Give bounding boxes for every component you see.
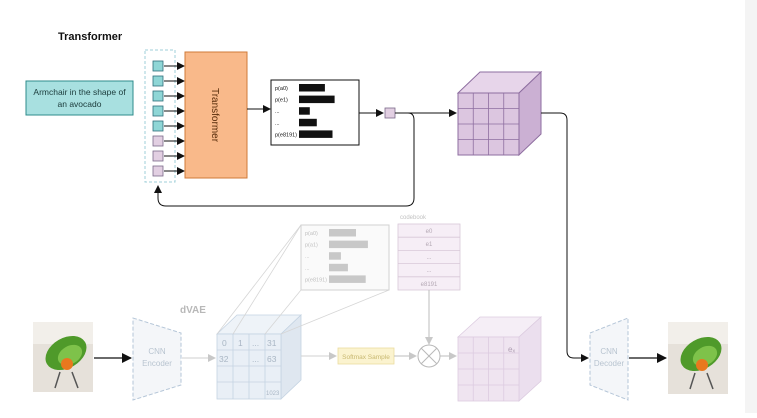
token-arrows <box>164 62 185 175</box>
probability-label: p(e1) <box>275 98 288 104</box>
probability-bar <box>329 240 368 249</box>
transformer-block-label: Transformer <box>209 88 220 143</box>
softmax-sample-label: Softmax Sample <box>342 354 390 361</box>
probability-bars <box>299 84 335 138</box>
cnn-encoder <box>132 317 182 401</box>
probability-bar <box>329 275 366 283</box>
probability-bar <box>299 130 333 138</box>
probability-bar <box>299 84 325 92</box>
embedding-cube <box>456 316 543 402</box>
text-token <box>152 120 164 132</box>
token-index-grid: 0 1 ... 31 32 ... 63 1023 <box>215 314 303 400</box>
grid-cell: ... <box>252 354 259 364</box>
text-token <box>152 75 164 87</box>
right-edge-strip <box>745 0 757 413</box>
image-token-cube <box>456 70 543 157</box>
grid-cell: 1 <box>238 338 243 348</box>
probability-bar <box>299 95 335 104</box>
codebook-entry: e0 <box>426 229 433 235</box>
codebook-entry: e8191 <box>421 282 438 288</box>
prompt-box <box>25 80 134 116</box>
dvae-section-title: dVAE <box>180 305 206 316</box>
probability-label: ... <box>305 254 310 260</box>
encoder-label-line2: Encoder <box>142 359 172 368</box>
grid-cell: 1023 <box>266 391 280 397</box>
probability-bar <box>299 107 310 115</box>
grid-cell: 31 <box>267 338 277 348</box>
codebook-title: codebook <box>400 215 427 221</box>
prompt-text-line2: an avocado <box>58 99 102 109</box>
probability-label: ... <box>275 121 280 127</box>
probability-labels: p(a0) p(e1)...... p(e8191) <box>275 86 297 138</box>
probability-label: p(a0) <box>305 231 318 237</box>
codebook-entry: ... <box>426 268 431 274</box>
grid-to-decoder-arrow <box>541 112 589 362</box>
image-token <box>152 135 164 147</box>
image-token <box>152 165 164 177</box>
multiply-node <box>417 344 441 368</box>
transformer-block <box>184 51 248 179</box>
probability-label: ... <box>305 266 310 272</box>
decoder-label-line2: Decoder <box>594 359 625 368</box>
probability-label: p(e8191) <box>305 277 327 283</box>
codebook-entry: ... <box>426 255 431 261</box>
projection-lines <box>216 224 390 335</box>
output-photo <box>668 322 728 394</box>
dvae-probability-labels: p(a0) p(a1)...... p(e8191) <box>305 231 327 283</box>
encoder-label-line1: CNN <box>148 347 166 356</box>
transformer-section-title: Transformer <box>58 31 123 43</box>
image-token <box>152 150 164 162</box>
probability-bar <box>329 263 348 272</box>
sampled-token <box>384 107 396 119</box>
text-token <box>152 105 164 117</box>
embedding-cube-label: eₓ <box>508 345 515 354</box>
dvae-probability-bars <box>329 229 368 283</box>
text-token <box>152 90 164 102</box>
feedback-loop-arrow <box>154 112 415 207</box>
probability-label: p(a1) <box>305 243 318 249</box>
grid-cell: 32 <box>219 354 229 364</box>
codebook-entry: e1 <box>426 242 433 248</box>
probability-label: ... <box>275 109 280 115</box>
codebook-table <box>397 223 461 291</box>
token-column-container <box>144 49 176 183</box>
grid-cell: 63 <box>267 354 277 364</box>
probability-bar <box>329 229 356 237</box>
decoder-label-line1: CNN <box>600 347 618 356</box>
probability-bar <box>329 252 341 260</box>
grid-cell: ... <box>252 338 259 348</box>
probability-label: p(e8191) <box>275 132 297 138</box>
text-token <box>152 60 164 72</box>
cnn-decoder <box>589 317 629 401</box>
probability-label: p(a0) <box>275 86 288 92</box>
prompt-text-line1: Armchair in the shape of <box>33 87 126 97</box>
probability-bar <box>299 118 317 127</box>
input-photo <box>33 322 93 392</box>
grid-cell: 0 <box>222 338 227 348</box>
